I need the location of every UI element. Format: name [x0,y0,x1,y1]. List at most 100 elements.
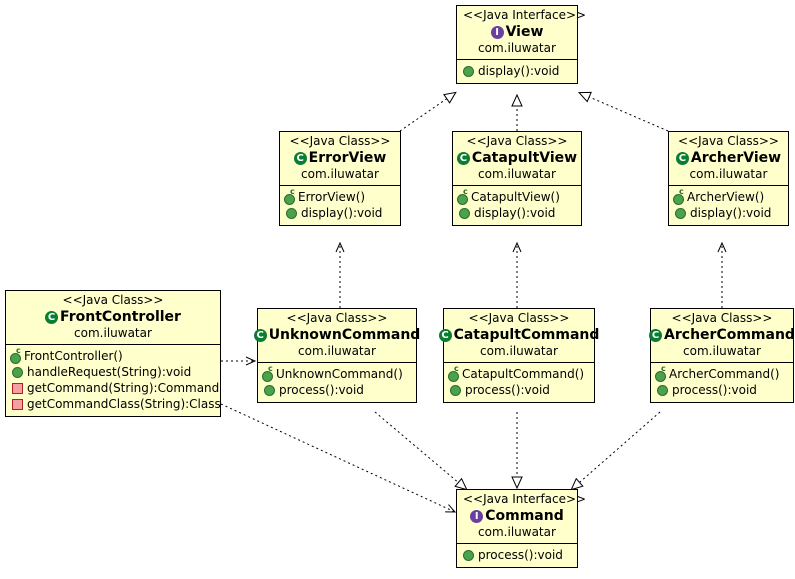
member-label: display():void [301,206,383,220]
public-member-icon [264,384,275,396]
uml-class-command[interactable]: <<Java Interface>> I Command com.iluwata… [456,489,586,568]
type-name-catapultcommand: C CatapultCommand [438,326,599,344]
public-member-icon [450,384,461,396]
stereotype-label: <<Java Class>> [678,134,779,148]
uml-class-view[interactable]: <<Java Interface>> I View com.iluwatar d… [456,5,587,84]
type-name-label: ArcherView [690,150,782,166]
uml-class-errorview[interactable]: <<Java Class>> C ErrorView com.iluwatar … [279,131,401,226]
uml-class-archerview[interactable]: <<Java Class>> C ArcherView com.iluwatar… [668,131,789,226]
uml-members-archerview: c ArcherView() display():void [669,185,788,225]
stereotype-label: <<Java Class>> [466,134,568,148]
member-row[interactable]: display():void [673,205,784,221]
stereotype-label: <<Java Class>> [286,311,388,325]
type-name-label: ArcherCommand [664,327,795,343]
member-row[interactable]: display():void [457,205,577,221]
uml-members-catapultview: c CatapultView() display():void [453,185,581,225]
uml-members-command: process():void [457,543,577,567]
member-label: UnknownCommand() [276,367,403,381]
package-label: com.iluwatar [478,525,556,539]
stereotype-label: <<Java Interface>> [463,8,587,22]
member-row[interactable]: process():void [655,382,789,398]
member-row[interactable]: process():void [448,382,590,398]
uml-header-frontcontroller: <<Java Class>> C FrontController com.ilu… [6,291,220,345]
class-icon: C [45,310,59,324]
type-name-errorview: C ErrorView [286,149,394,167]
member-row[interactable]: c ErrorView() [284,188,396,205]
uml-header-catapultcommand: <<Java Class>> C CatapultCommand com.ilu… [438,309,599,363]
constructor-icon: c [448,365,459,382]
constructor-icon: c [655,365,666,382]
uml-members-frontcontroller: c FrontController() handleRequest(String… [6,344,221,416]
type-name-label: CatapultCommand [453,327,600,343]
uml-class-catapultview[interactable]: <<Java Class>> C CatapultView com.iluwat… [452,131,582,226]
member-row[interactable]: process():void [262,382,412,398]
uml-class-unknowncommand[interactable]: <<Java Class>> C UnknownCommand com.iluw… [253,308,420,403]
uml-class-catapultcommand[interactable]: <<Java Class>> C CatapultCommand com.ilu… [438,308,599,403]
member-row[interactable]: process():void [461,547,573,563]
public-member-icon [459,207,470,219]
member-label: process():void [478,548,563,562]
uml-members-unknowncommand: c UnknownCommand() process():void [258,362,416,402]
member-row[interactable]: display():void [284,205,396,221]
uml-class-archercommand[interactable]: <<Java Class>> C ArcherCommand com.iluwa… [649,308,795,403]
public-member-icon [463,65,474,77]
uml-header-view: <<Java Interface>> I View com.iluwatar [457,6,587,60]
class-icon: C [293,151,307,165]
edge-frontcontroller-command [220,403,457,513]
member-label: FrontController() [24,349,123,363]
package-label: com.iluwatar [689,167,768,181]
type-name-label: View [505,24,544,40]
type-name-catapultview: C CatapultView [456,149,578,167]
type-name-frontcontroller: C FrontController [12,308,214,326]
uml-class-frontcontroller[interactable]: <<Java Class>> C FrontController com.ilu… [5,290,221,417]
package-label: com.iluwatar [298,344,376,358]
member-row[interactable]: handleRequest(String):void [10,364,216,380]
type-name-label: CatapultView [471,150,578,166]
type-name-label: ErrorView [308,150,387,166]
stereotype-label: <<Java Class>> [289,134,391,148]
member-row[interactable]: c CatapultCommand() [448,365,590,382]
class-icon: C [253,328,267,342]
private-member-icon [12,382,23,394]
member-label: handleRequest(String):void [27,365,192,379]
package-label: com.iluwatar [478,167,556,181]
class-icon: C [456,151,470,165]
uml-header-archerview: <<Java Class>> C ArcherView com.iluwatar [669,132,788,186]
type-name-archercommand: C ArcherCommand [649,326,795,344]
uml-members-archercommand: c ArcherCommand() process():void [651,362,793,402]
member-label: process():void [465,383,550,397]
stereotype-label: <<Java Class>> [671,311,773,325]
member-row[interactable]: getCommand(String):Command [10,380,220,396]
package-label: com.iluwatar [480,344,558,358]
member-row[interactable]: c UnknownCommand() [262,365,412,382]
member-row[interactable]: c ArcherView() [673,188,784,205]
type-name-label: Command [485,508,564,524]
member-row[interactable]: getCommandClass(String):Class [10,396,221,412]
public-member-icon [657,384,668,396]
member-label: display():void [474,206,556,220]
member-label: CatapultCommand() [462,367,585,381]
type-name-command: I Command [463,507,571,525]
member-row[interactable]: c ArcherCommand() [655,365,789,382]
member-row[interactable]: c FrontController() [10,347,216,364]
uml-members-view: display():void [457,59,577,83]
member-label: getCommand(String):Command [27,381,220,395]
interface-icon: I [470,509,484,523]
package-label: com.iluwatar [301,167,379,181]
uml-header-archercommand: <<Java Class>> C ArcherCommand com.iluwa… [649,309,795,363]
type-name-unknowncommand: C UnknownCommand [253,326,420,344]
uml-header-unknowncommand: <<Java Class>> C UnknownCommand com.iluw… [253,309,420,363]
type-name-label: FrontController [60,309,181,325]
uml-header-errorview: <<Java Class>> C ErrorView com.iluwatar [280,132,400,186]
member-label: display():void [478,64,560,78]
member-row[interactable]: display():void [461,63,573,79]
type-name-view: I View [463,23,571,41]
package-label: com.iluwatar [74,326,152,340]
member-row[interactable]: c CatapultView() [457,188,577,205]
uml-members-catapultcommand: c CatapultCommand() process():void [444,362,594,402]
public-member-icon [286,207,297,219]
constructor-icon: c [262,365,273,382]
private-member-icon [12,398,23,410]
edge-errorview-view [399,91,457,132]
constructor-icon: c [284,188,295,205]
